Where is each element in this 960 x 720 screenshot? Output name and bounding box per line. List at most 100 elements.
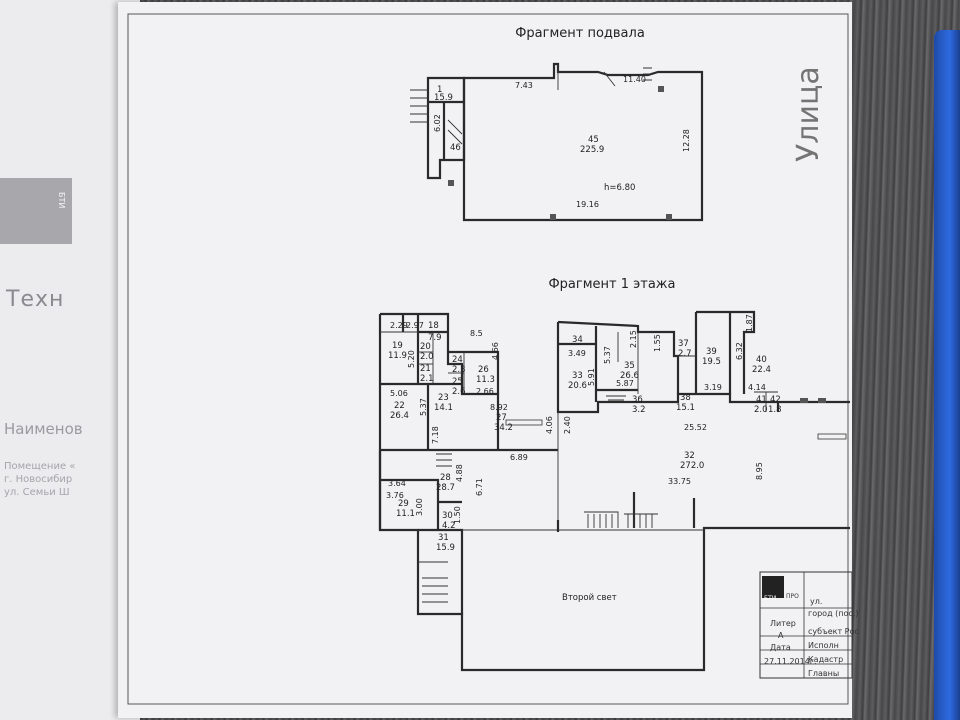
room-25-no: 25 (452, 377, 463, 387)
floor1-plan: 2.29 2.97 8.5 4.66 5.20 5.06 5.37 7.18 2… (378, 310, 850, 672)
room-1-no: 1 (437, 85, 442, 95)
stamp-row-city: город (пос.) (808, 609, 858, 618)
room-35-no: 35 (624, 361, 635, 371)
dim-2-40: 2.40 (563, 416, 572, 434)
floor-plan-sheet: Улица Фрагмент подвала 7.43 11.40 12.28 … (118, 2, 859, 718)
room-33-no: 33 (572, 371, 583, 381)
dim-5-37: 5.37 (419, 398, 428, 416)
dim-7-18: 7.18 (431, 426, 440, 444)
dim-3-19: 3.19 (704, 383, 722, 392)
stamp-executor: Исполн (808, 641, 839, 650)
room-41-area: 2.0 (754, 405, 768, 415)
dim-11-40: 11.40 (623, 75, 646, 84)
room-29-no: 29 (398, 499, 409, 509)
room-1-area: 15.9 (434, 93, 453, 103)
basement-plan: 7.43 11.40 12.28 19.16 6.02 1 15.9 46 45… (410, 62, 704, 222)
room-22-area: 26.4 (390, 411, 409, 421)
room-27-area: 34.2 (494, 423, 513, 433)
stamp-row-street: ул. (810, 597, 822, 606)
booklet-heading: Техн (6, 287, 65, 312)
floor-plan-drawing: Улица Фрагмент подвала 7.43 11.40 12.28 … (127, 13, 859, 705)
room-32-area: 272.0 (680, 461, 704, 471)
dim-4-88: 4.88 (455, 464, 464, 482)
dim-12-28: 12.28 (682, 129, 691, 152)
dim-4-14: 4.14 (748, 383, 766, 392)
room-41-no: 41 (756, 395, 767, 405)
booklet-section: Наименов (4, 420, 83, 438)
dim-6-32: 6.32 (735, 342, 744, 360)
dim-5-91: 5.91 (587, 368, 596, 386)
watermark: Улица (791, 66, 826, 162)
room-42-area: 1.8 (768, 405, 782, 415)
dim-2-66: 2.66 (476, 387, 494, 396)
stamp-date-value: 27.11.2014г. (764, 657, 817, 666)
dim-33-75: 33.75 (668, 477, 691, 486)
dim-25-52: 25.52 (684, 423, 707, 432)
room-19-no: 19 (392, 341, 403, 351)
room-31-no: 31 (438, 533, 449, 543)
dim-5-20: 5.20 (407, 350, 416, 368)
dim-4-66: 4.66 (491, 342, 500, 360)
stamp-logo-sub: ПРО (786, 593, 799, 600)
stamp-date-label: Дата (770, 643, 791, 652)
room-39-no: 39 (706, 347, 717, 357)
dim-3-64: 3.64 (388, 479, 406, 488)
room-30-no: 30 (442, 511, 453, 521)
dim-3-00: 3.00 (415, 498, 424, 516)
room-32-no: 32 (684, 451, 695, 461)
room-29-area: 11.1 (396, 509, 415, 519)
floor1-title: Фрагмент 1 этажа (548, 277, 675, 292)
second-light-label: Второй свет (562, 593, 617, 603)
room-30-area: 4.2 (442, 521, 456, 531)
dim-2-15: 2.15 (629, 330, 638, 348)
room-35-area: 26.6 (620, 371, 639, 381)
room-46-no: 46 (450, 143, 461, 153)
room-28-no: 28 (440, 473, 451, 483)
dim-1-55: 1.55 (653, 334, 662, 352)
basement-title: Фрагмент подвала (515, 26, 645, 41)
room-38-area: 15.1 (676, 403, 695, 413)
booklet-logo: БТИ (0, 178, 72, 244)
stamp-chief: Главны (808, 669, 839, 678)
room-36-no: 36 (632, 395, 643, 405)
stamp-liter-label: Литер (770, 619, 796, 628)
dim-2-29: 2.29 (390, 321, 408, 330)
room-33-area: 20.6 (568, 381, 587, 391)
room-34-no: 34 (572, 335, 583, 345)
room-24-area: 2.3 (452, 365, 466, 375)
dim-6-02: 6.02 (433, 114, 442, 132)
room-40-no: 40 (756, 355, 767, 365)
dim-8-5: 8.5 (470, 329, 483, 338)
dim-3-76: 3.76 (386, 491, 404, 500)
blue-folder (934, 30, 960, 720)
room-18-area: 7.9 (428, 333, 442, 343)
room-31-area: 15.9 (436, 543, 455, 553)
room-42-no: 42 (770, 395, 781, 405)
basement-height: h=6.80 (604, 183, 635, 193)
dim-1-50: 1.50 (453, 506, 462, 524)
room-37-area: 2.7 (678, 349, 692, 359)
stamp-cadastre: Кадастр (808, 655, 843, 664)
left-booklet: БТИ Техн Наименов Помещение « г. Новосиб… (0, 0, 140, 720)
dim-5-06: 5.06 (390, 389, 408, 398)
dim-6-89: 6.89 (510, 453, 528, 462)
stamp-liter-value: А (778, 631, 784, 640)
room-36-area: 3.2 (632, 405, 646, 415)
room-28-area: 28.7 (436, 483, 455, 493)
dim-5-87: 5.87 (616, 379, 634, 388)
dim-2-97: 2.97 (406, 321, 424, 330)
dim-8-95: 8.95 (755, 462, 764, 480)
stamp-row-subject: субъект Рос (808, 627, 859, 636)
room-19-area: 11.9 (388, 351, 407, 361)
room-23-no: 23 (438, 393, 449, 403)
room-40-area: 22.4 (752, 365, 771, 375)
dim-6-71: 6.71 (475, 478, 484, 496)
room-24-no: 24 (452, 355, 463, 365)
room-21-area: 2.1 (420, 374, 434, 384)
sheet-frame (127, 13, 849, 705)
room-21-no: 21 (420, 364, 431, 374)
title-stamp: БТИ ПРО ул. город (пос.) субъект Рос Лит… (759, 571, 859, 679)
booklet-address: Помещение « г. Новосибир ул. Семьи Ш (4, 461, 76, 498)
room-27-no: 27 (496, 413, 507, 423)
room-25-area: 2.6 (452, 387, 466, 397)
